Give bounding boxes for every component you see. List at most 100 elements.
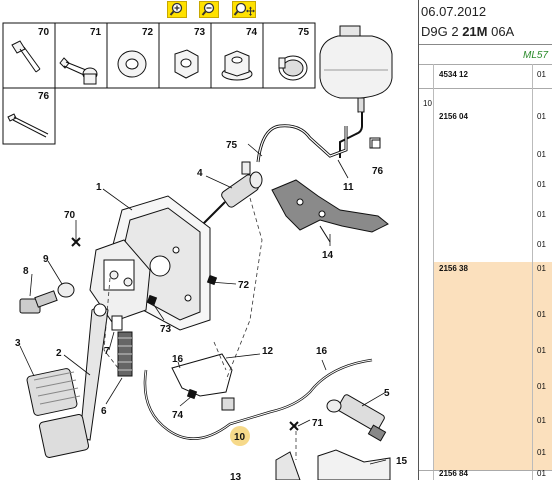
fluid-reservoir[interactable] <box>319 25 393 113</box>
box-label-70: 70 <box>38 27 50 38</box>
leader-lines <box>103 197 297 460</box>
bracket-15[interactable] <box>317 449 391 481</box>
callout-leaders <box>19 143 387 465</box>
callout-15[interactable]: 15 <box>396 456 408 467</box>
part-qty-3: 01 <box>537 150 546 159</box>
callout-8[interactable]: 8 <box>23 266 29 277</box>
diagram-canvas: 70 71 72 73 74 75 76 <box>2 22 408 483</box>
callout-71[interactable]: 71 <box>312 418 324 429</box>
callout-76[interactable]: 76 <box>372 166 384 177</box>
part-ref-1[interactable]: 4534 12 <box>439 70 468 79</box>
part-qty-6: 01 <box>537 240 546 249</box>
selected-callout-highlight <box>230 426 250 446</box>
washer-72-icon <box>117 50 147 78</box>
flange-nut-74-icon <box>221 50 253 81</box>
part-qty-2: 01 <box>537 112 546 121</box>
hydraulic-pipe[interactable] <box>256 124 348 163</box>
part-qty-5: 01 <box>537 210 546 219</box>
box-label-76: 76 <box>38 91 50 102</box>
callout-7[interactable]: 7 <box>104 346 110 357</box>
callout-2[interactable]: 2 <box>56 348 62 359</box>
callout-74[interactable]: 74 <box>172 410 184 421</box>
col-divider-1 <box>433 64 434 480</box>
pedal-box-assembly[interactable] <box>89 239 151 323</box>
callout-16[interactable]: 16 <box>172 354 184 365</box>
model-code: ML57 <box>523 50 549 61</box>
reservoir-hose <box>339 112 363 158</box>
slave-cylinder[interactable] <box>326 394 387 442</box>
col-divider-2 <box>532 64 533 480</box>
callout-14[interactable]: 14 <box>322 250 334 261</box>
clutch-cable-fill <box>144 359 373 440</box>
magnifier-move-icon <box>233 2 255 16</box>
part-ref-7[interactable]: 2156 38 <box>439 264 468 273</box>
callout-11[interactable]: 11 <box>343 182 354 193</box>
master-cylinder[interactable] <box>184 161 263 243</box>
pedal-bracket-14[interactable] <box>271 179 389 243</box>
exploded-parts-diagram: 70 71 72 73 74 75 76 <box>0 20 418 483</box>
diagram-code: D9G 2 21M 06A <box>421 24 514 39</box>
callout-13[interactable]: 13 <box>230 472 242 483</box>
box-label-75: 75 <box>298 27 310 38</box>
part-qty-9: 01 <box>537 346 546 355</box>
bolt-70-icon <box>11 40 41 73</box>
bolt-71-icon <box>59 57 98 85</box>
part-group-2: 10 <box>423 99 432 108</box>
part-qty-8: 01 <box>537 310 546 319</box>
part-qty-4: 01 <box>537 180 546 189</box>
assist-spring[interactable] <box>111 315 133 377</box>
part-box-76[interactable] <box>2 87 56 145</box>
switch-8[interactable] <box>19 290 58 314</box>
fastener-box-group <box>2 22 316 145</box>
part-qty-1: 01 <box>537 70 546 79</box>
part-qty-7: 01 <box>537 264 546 273</box>
cable-bracket[interactable] <box>171 353 233 397</box>
box-label-71: 71 <box>90 27 102 38</box>
reservoir-hose-highlight <box>337 112 361 141</box>
callout-72[interactable]: 72 <box>238 280 250 291</box>
callout-70[interactable]: 70 <box>64 210 76 221</box>
part-box-75[interactable] <box>262 22 316 89</box>
callout-9[interactable]: 9 <box>43 254 49 265</box>
part-ref-2[interactable]: 2156 04 <box>439 112 468 121</box>
callout-73[interactable]: 73 <box>160 324 172 335</box>
part-markers <box>71 139 381 431</box>
diagram-toolbar <box>0 0 418 20</box>
part-qty-13: 01 <box>537 469 546 478</box>
bracket-13[interactable] <box>275 451 301 481</box>
table-row-line-bottom <box>419 470 552 471</box>
zoom-in-button[interactable] <box>167 1 187 18</box>
callout-10[interactable]: 10 <box>234 432 246 443</box>
callout-75[interactable]: 75 <box>226 140 238 151</box>
box-label-73: 73 <box>194 27 206 38</box>
nut-73-icon <box>174 49 199 79</box>
callout-6[interactable]: 6 <box>101 406 107 417</box>
box-label-72: 72 <box>142 27 154 38</box>
zoom-fit-button[interactable] <box>232 1 256 18</box>
callout-16-right[interactable]: 16 <box>316 346 328 357</box>
callout-4[interactable]: 4 <box>197 168 203 179</box>
magnifier-minus-icon <box>201 2 215 16</box>
callout-1[interactable]: 1 <box>96 182 102 193</box>
catalog-date: 06.07.2012 <box>421 4 487 19</box>
diagram-code-bold: 21M <box>462 24 488 39</box>
cable-tie-76-icon <box>7 113 49 138</box>
table-row-line <box>419 88 552 89</box>
cable-grommet <box>221 397 235 411</box>
diagram-code-prefix: D9G 2 <box>421 24 463 39</box>
part-qty-12: 01 <box>537 448 546 457</box>
callout-5[interactable]: 5 <box>384 388 390 399</box>
clutch-cable[interactable] <box>143 358 373 440</box>
header-separator <box>419 44 552 45</box>
zoom-out-button[interactable] <box>199 1 219 18</box>
magnifier-plus-icon <box>169 2 183 16</box>
pedal-pad[interactable] <box>26 368 90 458</box>
part-ref-13[interactable]: 2156 84 <box>439 469 468 478</box>
callout-12[interactable]: 12 <box>262 346 274 357</box>
clutch-pedal[interactable] <box>79 303 109 441</box>
box-label-74: 74 <box>246 27 258 38</box>
nut-9[interactable] <box>57 282 75 298</box>
callout-3[interactable]: 3 <box>15 338 21 349</box>
clamp-75-icon <box>278 55 308 81</box>
table-top-line <box>419 64 552 65</box>
